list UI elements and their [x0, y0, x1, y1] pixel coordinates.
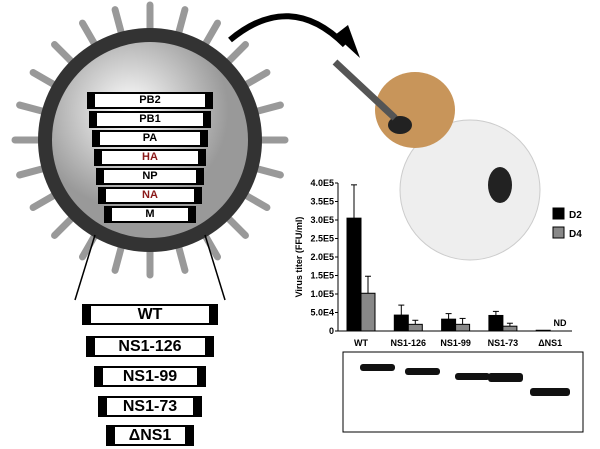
bar-d2 [393, 314, 409, 332]
gene-segment-na: NA [98, 187, 202, 204]
y-tick-label: 5.0E4 [310, 308, 334, 318]
syringe [332, 59, 398, 121]
bar-d2 [488, 314, 504, 332]
bar-d4 [455, 323, 471, 332]
arrow-to-dog [228, 13, 360, 58]
y-tick-label: 1.0E5 [310, 289, 334, 299]
x-tick-label: NS1-126 [391, 338, 427, 348]
titer-chart: 0 5.0E4 1.0E5 1.5E5 2.0E5 2.5E5 3.0E5 3.5E5 4.0E… [294, 178, 582, 348]
surface-protein [111, 6, 126, 38]
virus-variant: ΔNS1 [106, 425, 194, 446]
virus-variant: WT [82, 304, 218, 325]
surface-protein [201, 231, 221, 261]
surface-protein [252, 101, 284, 116]
gene-segment-np: NP [96, 168, 204, 185]
surface-protein [16, 101, 48, 116]
legend-swatch [552, 207, 565, 220]
legend-label: D4 [569, 229, 582, 240]
blot-band [405, 368, 440, 375]
surface-protein [201, 19, 221, 49]
virus-variant: NS1-73 [98, 396, 202, 417]
virus-variant: NS1-99 [94, 366, 206, 387]
y-tick-label: 2.5E5 [310, 234, 334, 244]
y-tick-label: 1.5E5 [310, 271, 334, 281]
surface-protein [241, 191, 271, 211]
y-axis-label: Virus titer (FFU/ml) [294, 217, 304, 298]
surface-protein [174, 6, 189, 38]
bar-d2 [535, 329, 551, 332]
surface-protein [252, 164, 284, 179]
nd-annotation: ND [554, 318, 567, 328]
gene-segment-pb2: PB2 [87, 92, 213, 109]
surface-protein [16, 164, 48, 179]
y-tick-label: 2.0E5 [310, 252, 334, 262]
gene-segment-ha: HA [94, 149, 206, 166]
surface-protein [174, 242, 189, 274]
y-tick-label: 3.0E5 [310, 215, 334, 225]
surface-protein [51, 214, 76, 239]
x-tick-label: WT [354, 338, 368, 348]
blot-band [455, 373, 490, 380]
bar-d4 [407, 323, 423, 332]
legend-label: D2 [569, 210, 582, 221]
western-blot [342, 351, 584, 433]
surface-protein [29, 69, 59, 89]
x-tick-label: ΔNS1 [538, 338, 562, 348]
y-tick-label: 0 [329, 326, 334, 336]
blot-band [360, 364, 395, 371]
surface-protein [51, 41, 76, 66]
surface-protein [79, 231, 99, 261]
gene-segment-m: M [104, 206, 196, 223]
blot-band [488, 373, 523, 382]
y-tick-label: 4.0E5 [310, 178, 334, 188]
bar-d2 [441, 318, 457, 332]
surface-protein [224, 214, 249, 239]
surface-protein [224, 41, 249, 66]
legend-swatch [552, 226, 565, 239]
blot-band [530, 388, 570, 396]
surface-protein [79, 19, 99, 49]
gene-segment-pa: PA [92, 130, 208, 147]
gene-segment-pb1: PB1 [89, 111, 211, 128]
bar-d4 [502, 325, 518, 332]
x-tick-label: NS1-73 [488, 338, 519, 348]
surface-protein [241, 69, 271, 89]
bar-d4 [360, 292, 376, 332]
bar-d2 [346, 217, 362, 332]
x-tick-label: NS1-99 [440, 338, 471, 348]
dog-image [332, 59, 541, 261]
surface-protein [29, 191, 59, 211]
virus-variant: NS1-126 [86, 336, 214, 357]
surface-protein [111, 242, 126, 274]
y-tick-label: 3.5E5 [310, 197, 334, 207]
